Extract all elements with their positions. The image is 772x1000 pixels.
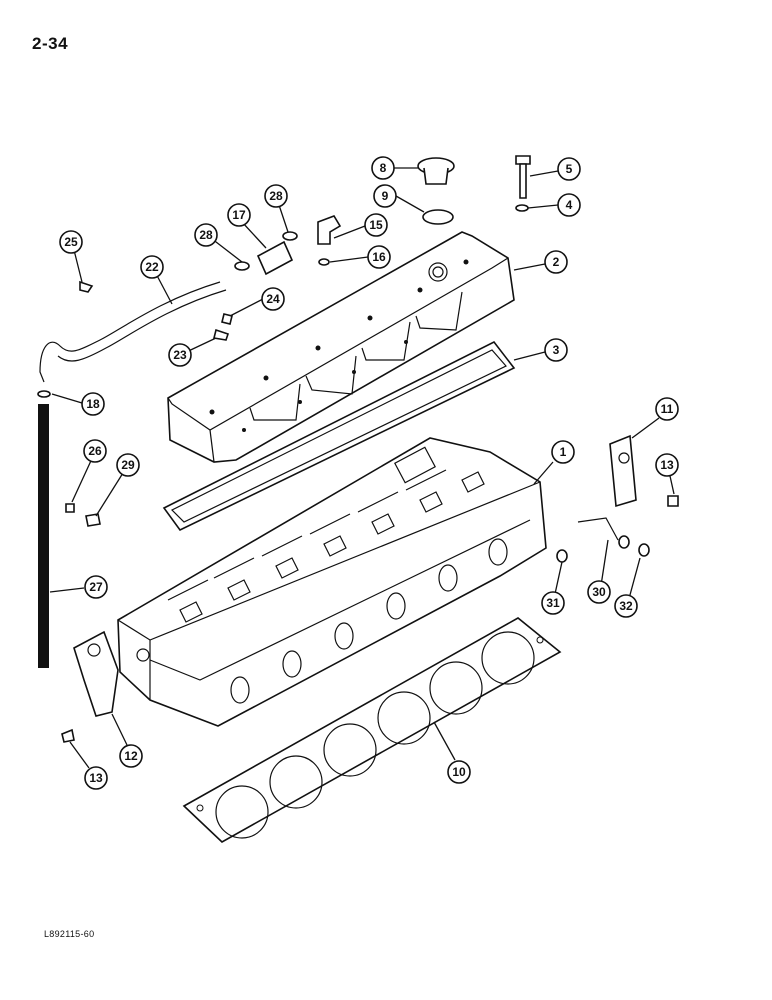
callout-26: 26 <box>83 439 107 463</box>
callout-label: 22 <box>145 260 159 274</box>
callout-28-left: 28 <box>194 223 218 247</box>
callout-24: 24 <box>261 287 285 311</box>
breather-elbow <box>234 215 342 276</box>
callout-label: 5 <box>566 162 573 176</box>
callout-label: 1 <box>560 445 567 459</box>
callout-28-right: 28 <box>264 184 288 208</box>
callout-15: 15 <box>364 213 388 237</box>
callout-27: 27 <box>84 575 108 599</box>
cylinder-head-gasket <box>182 617 562 843</box>
valve-cover-gasket <box>162 340 516 532</box>
callout-label: 32 <box>619 599 633 613</box>
callout-9: 9 <box>373 184 397 208</box>
valve-cover <box>167 231 515 463</box>
callout-label: 23 <box>173 348 187 362</box>
callout-4: 4 <box>557 193 581 217</box>
callout-label: 26 <box>88 444 102 458</box>
callout-label: 9 <box>382 189 389 203</box>
callout-3: 3 <box>544 338 568 362</box>
callout-2: 2 <box>544 250 568 274</box>
callout-29: 29 <box>116 453 140 477</box>
callout-30: 30 <box>587 580 611 604</box>
page-number: 2-34 <box>32 34 69 53</box>
callout-12: 12 <box>119 744 143 768</box>
callout-17: 17 <box>227 203 251 227</box>
oil-filler-cap <box>417 157 455 225</box>
callout-5: 5 <box>557 157 581 181</box>
callout-label: 31 <box>546 596 560 610</box>
exhaust-ports <box>230 538 508 704</box>
callout-label: 8 <box>380 161 387 175</box>
callout-label: 3 <box>553 343 560 357</box>
rocker-row <box>167 469 485 623</box>
callout-10: 10 <box>447 760 471 784</box>
breather-hose <box>39 281 227 383</box>
callout-13-lower: 13 <box>84 766 108 790</box>
callout-label: 2 <box>553 255 560 269</box>
dipstick-tube <box>38 404 49 668</box>
callout-label: 16 <box>372 250 386 264</box>
callout-label: 13 <box>660 458 674 472</box>
callout-label: 30 <box>592 585 606 599</box>
callout-label: 27 <box>89 580 103 594</box>
callout-22: 22 <box>140 255 164 279</box>
callout-25: 25 <box>59 230 83 254</box>
callout-label: 29 <box>121 458 135 472</box>
small-parts <box>37 280 679 743</box>
cylinder-head <box>117 437 547 727</box>
callout-8: 8 <box>371 156 395 180</box>
callout-18: 18 <box>81 392 105 416</box>
callout-1: 1 <box>551 440 575 464</box>
callout-16: 16 <box>367 245 391 269</box>
callout-label: 13 <box>89 771 103 785</box>
callout-label: 12 <box>124 749 138 763</box>
callout-23: 23 <box>168 343 192 367</box>
callout-32: 32 <box>614 594 638 618</box>
callout-label: 25 <box>64 235 78 249</box>
callout-label: 17 <box>232 208 246 222</box>
figure-code: L892115-60 <box>44 929 95 939</box>
cover-bolt <box>515 155 531 212</box>
callout-label: 18 <box>86 397 100 411</box>
callout-label: 15 <box>369 218 383 232</box>
callout-label: 4 <box>566 198 573 212</box>
callout-label: 10 <box>452 765 466 779</box>
callout-label: 28 <box>269 189 283 203</box>
callout-31: 31 <box>541 591 565 615</box>
callout-11: 11 <box>655 397 679 421</box>
callout-label: 24 <box>266 292 280 306</box>
callout-label: 11 <box>661 402 674 416</box>
callout-label: 28 <box>199 228 213 242</box>
callout-13-upper: 13 <box>655 453 679 477</box>
